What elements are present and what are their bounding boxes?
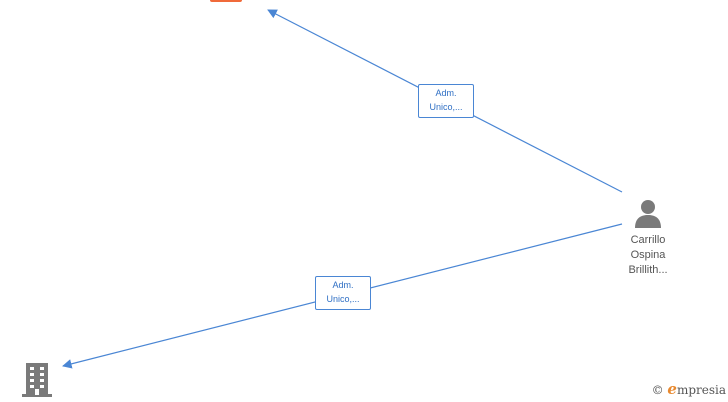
company-node-top[interactable] [210,0,242,2]
copyright-symbol: © [651,383,664,397]
person-icon [635,200,661,228]
edge-label-bottom-line1: Adm. [332,280,354,290]
brand-watermark: © empresia [652,380,726,398]
person-name-line3: Brillith... [628,264,668,276]
edge-label-bottom-line2: Unico,... [326,294,360,304]
edge-label-bottom[interactable]: Adm. Unico,... [315,276,371,310]
edge-label-top[interactable]: Adm. Unico,... [418,84,474,118]
edge-label-top-line1: Adm. [435,88,457,98]
person-name-line2: Ospina [630,249,666,261]
building-icon [22,363,52,397]
person-name: Carrillo Ospina Brillith... [612,233,684,278]
person-name-line1: Carrillo [630,234,666,246]
company-node-building[interactable] [22,363,52,402]
edge-label-top-line2: Unico,... [429,102,463,112]
brand-name: mpresia [676,383,726,397]
person-node[interactable]: Carrillo Ospina Brillith... [612,198,684,278]
brand-initial: e [667,380,677,398]
